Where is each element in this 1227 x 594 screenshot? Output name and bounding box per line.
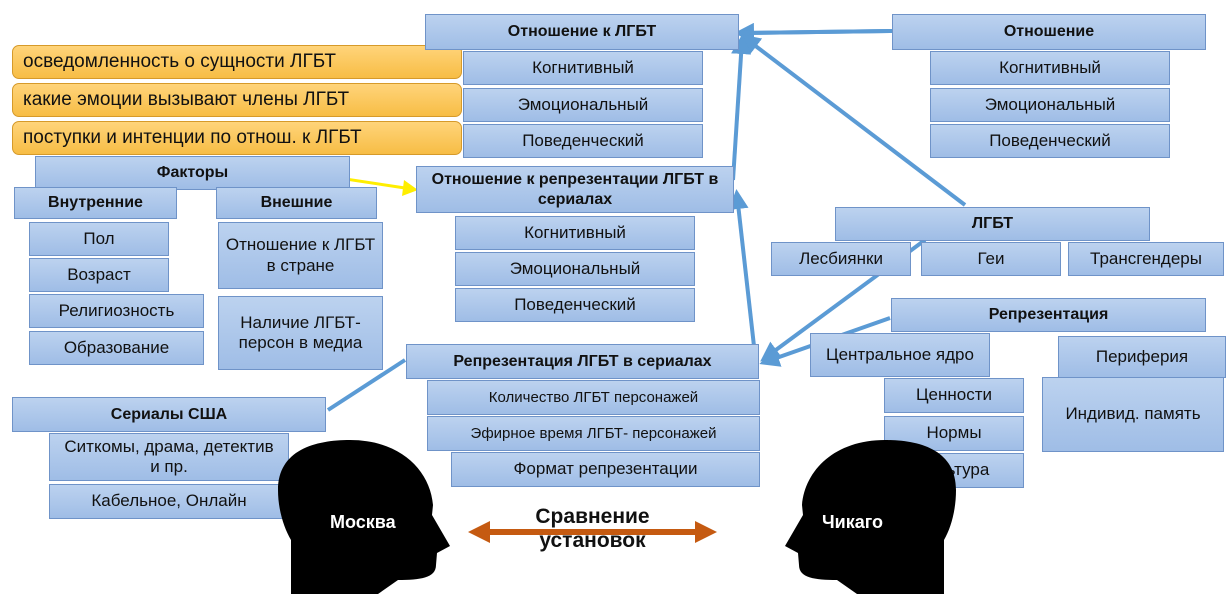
attitude-repr-emotional: Эмоциональный xyxy=(455,252,695,286)
chicago-label: Чикаго xyxy=(822,512,883,532)
lgbt-title: ЛГБТ xyxy=(835,207,1150,241)
lgbt-transgender: Трансгендеры xyxy=(1068,242,1224,276)
us-series-title: Сериалы США xyxy=(12,397,326,432)
representation-core: Центральное ядро xyxy=(810,333,990,377)
repr-series-title: Репрезентация ЛГБТ в сериалах xyxy=(406,344,759,379)
factor-religiosity: Религиозность xyxy=(29,294,204,328)
comparison-label: Сравнение установок xyxy=(535,505,650,553)
attitude-repr-cognitive: Когнитивный xyxy=(455,216,695,250)
factor-gender: Пол xyxy=(29,222,169,256)
us-series-channels: Кабельное, Онлайн xyxy=(49,484,289,519)
attitude-lgbt-behavioral: Поведенческий xyxy=(463,124,703,158)
periphery-memory: Индивид. память xyxy=(1042,377,1224,452)
factors-internal-title: Внутренние xyxy=(14,187,177,219)
repr-series-format: Формат репрезентации xyxy=(451,452,760,487)
representation-periphery: Периферия xyxy=(1058,336,1226,378)
attitude-lgbt-title: Отношение к ЛГБТ xyxy=(425,14,739,50)
attitude-title: Отношение xyxy=(892,14,1206,50)
factors-external-title: Внешние xyxy=(216,187,377,219)
core-values: Ценности xyxy=(884,378,1024,413)
attitude-cognitive: Когнитивный xyxy=(930,51,1170,85)
head-silhouette-left xyxy=(278,440,450,594)
factor-education: Образование xyxy=(29,331,204,365)
lgbt-lesbians: Лесбиянки xyxy=(771,242,911,276)
note-cognitive: осведомленность о сущности ЛГБТ xyxy=(12,45,462,79)
factor-age: Возраст xyxy=(29,258,169,292)
note-emotional: какие эмоции вызывают члены ЛГБТ xyxy=(12,83,462,117)
attitude-lgbt-emotional: Эмоциональный xyxy=(463,88,703,122)
repr-series-count: Количество ЛГБТ персонажей xyxy=(427,380,760,415)
attitude-behavioral: Поведенческий xyxy=(930,124,1170,158)
attitude-repr-title: Отношение к репрезентации ЛГБТ в сериала… xyxy=(416,166,734,213)
lgbt-gays: Геи xyxy=(921,242,1061,276)
head-silhouette-right xyxy=(785,440,956,594)
arrow-repr-attitude-to-attitude-lgbt xyxy=(731,34,752,181)
attitude-repr-behavioral: Поведенческий xyxy=(455,288,695,322)
attitude-emotional: Эмоциональный xyxy=(930,88,1170,122)
arrow-lgbt-to-attitude-lgbt xyxy=(740,34,967,207)
moscow-label: Москва xyxy=(330,512,396,532)
arrow-us-series-to-repr-series xyxy=(326,358,407,412)
factor-media-presence: Наличие ЛГБТ-персон в медиа xyxy=(218,296,383,370)
factors-title: Факторы xyxy=(35,156,350,190)
comparison-arrow xyxy=(468,521,717,543)
note-behavioral: поступки и интенции по отнош. к ЛГБТ xyxy=(12,121,462,155)
attitude-lgbt-cognitive: Когнитивный xyxy=(463,51,703,85)
representation-title: Репрезентация xyxy=(891,298,1206,332)
repr-series-airtime: Эфирное время ЛГБТ- персонажей xyxy=(427,416,760,451)
us-series-genres: Ситкомы, драма, детектив и пр. xyxy=(49,433,289,481)
arrow-repr-series-to-repr-attitude xyxy=(728,189,757,356)
factor-country-attitude: Отношение к ЛГБТ в стране xyxy=(218,222,383,289)
